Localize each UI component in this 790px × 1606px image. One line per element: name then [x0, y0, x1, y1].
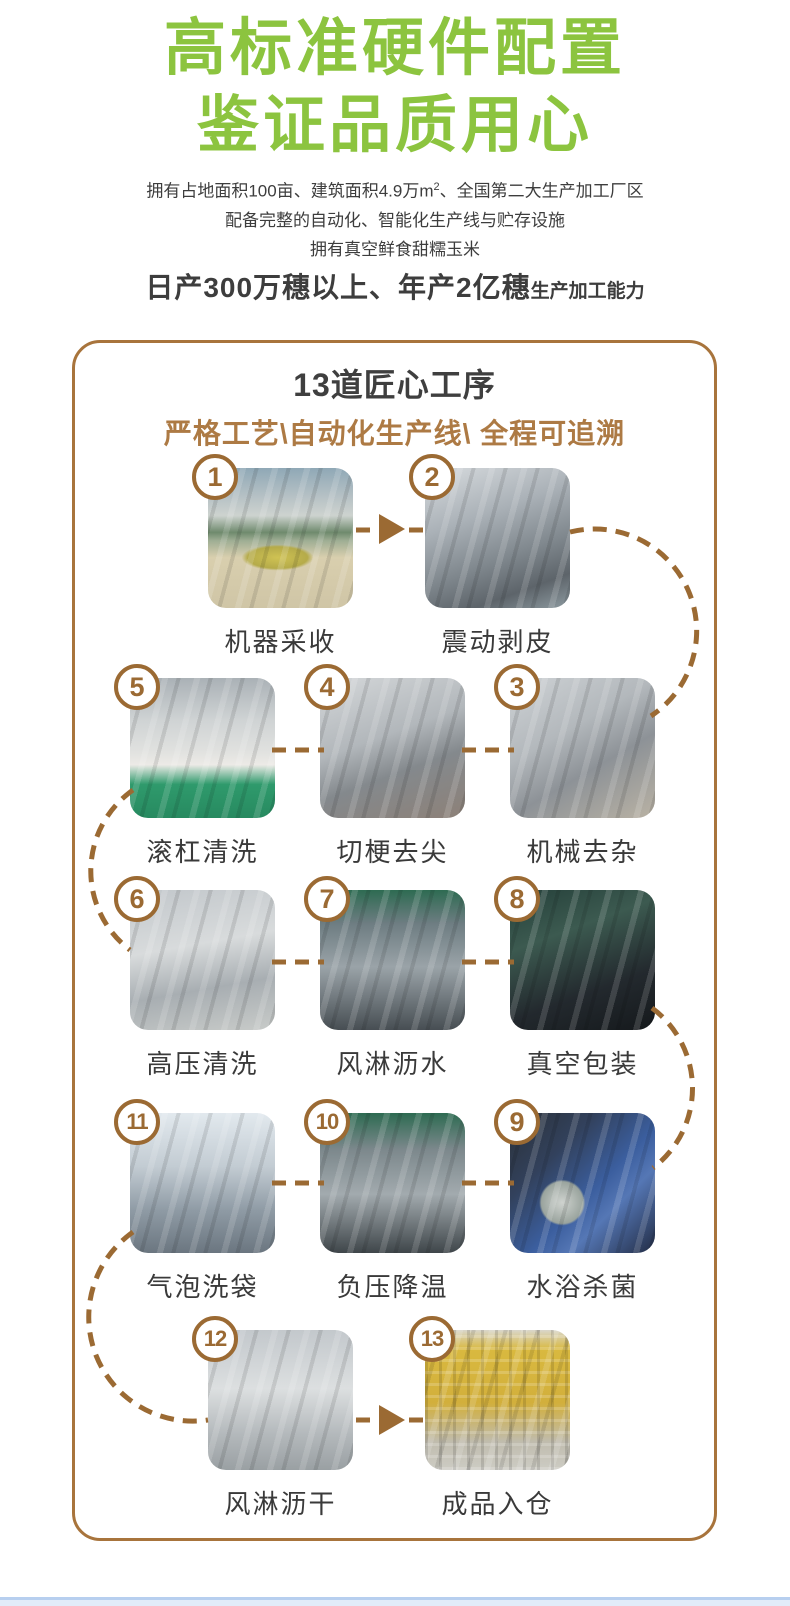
step-number-badge: 6 [114, 876, 160, 922]
subtitle-line-3: 拥有真空鲜食甜糯玉米 [310, 239, 480, 259]
section-title-line2: 鉴证品质用心 [196, 91, 593, 160]
step-number-badge: 5 [114, 664, 160, 710]
process-step-6: 6 高压清洗 [114, 876, 275, 1079]
capacity-suffix: 生产加工能力 [530, 280, 645, 302]
section-title: 高标准硬件配置 鉴证品质用心 [0, 10, 790, 164]
section-subtitle: 拥有占地面积100亩、建筑面积4.9万m2、全国第二大生产加工厂区 配备完整的自… [0, 173, 790, 264]
step-label: 成品入仓 [441, 1489, 554, 1519]
process-step-5: 5 滚杠清洗 [114, 664, 275, 867]
process-card-subtitle: 严格工艺\自动化生产线\ 全程可追溯 [163, 418, 626, 449]
step-label: 震动剥皮 [441, 627, 554, 657]
step-number-badge: 8 [494, 876, 540, 922]
step-number-badge: 10 [304, 1099, 350, 1145]
capacity-highlight: 日产300万穗以上、年产2亿穗 [145, 271, 531, 303]
step-label: 机械去杂 [526, 837, 639, 867]
step-number-badge: 7 [304, 876, 350, 922]
process-step-8: 8 真空包装 [494, 876, 655, 1079]
process-step-7: 7 风淋沥水 [304, 876, 465, 1079]
step-number-badge: 3 [494, 664, 540, 710]
step-label: 机器采收 [224, 627, 337, 657]
next-section-edge [0, 1597, 790, 1606]
step-number-badge: 9 [494, 1099, 540, 1145]
process-card: 13道匠心工序 严格工艺\自动化生产线\ 全程可追溯 1 机器采收 2 震动剥皮… [72, 340, 717, 1541]
step-label: 气泡洗袋 [146, 1272, 259, 1302]
process-card-title: 13道匠心工序 [293, 367, 496, 403]
step-label: 风淋沥水 [336, 1049, 449, 1079]
step-label: 真空包装 [526, 1049, 639, 1079]
step-label: 水浴杀菌 [526, 1272, 639, 1302]
process-step-10: 10 负压降温 [304, 1099, 465, 1302]
step-label: 高压清洗 [146, 1049, 259, 1079]
subtitle-line-2: 配备完整的自动化、智能化生产线与贮存设施 [225, 210, 565, 230]
step-number-badge: 2 [409, 454, 455, 500]
step-number-badge: 12 [192, 1316, 238, 1362]
process-step-1: 1 机器采收 [192, 454, 353, 657]
step-number-badge: 13 [409, 1316, 455, 1362]
step-photo-machine-harvest [208, 468, 353, 608]
square-meter-sup: 2 [433, 181, 440, 193]
step-photo-air-shower-drying [208, 1330, 353, 1470]
step-number-badge: 11 [114, 1099, 160, 1145]
process-step-9: 9 水浴杀菌 [494, 1099, 655, 1302]
process-step-13: 13 成品入仓 [409, 1316, 570, 1519]
section-title-line1: 高标准硬件配置 [163, 14, 626, 83]
section-header: 高标准硬件配置 鉴证品质用心 拥有占地面积100亩、建筑面积4.9万m2、全国第… [0, 0, 790, 306]
capacity-line: 日产300万穗以上、年产2亿穗生产加工能力 [0, 266, 790, 306]
step-label: 滚杠清洗 [146, 837, 259, 867]
process-step-3: 3 机械去杂 [494, 664, 655, 867]
subtitle-line-1: 拥有占地面积100亩、建筑面积4.9万m2、全国第二大生产加工厂区 [146, 181, 644, 201]
step-photo-vacuum-packaging [510, 890, 655, 1030]
process-step-12: 12 风淋沥干 [192, 1316, 353, 1519]
step-photo-water-bath-sterilization [510, 1113, 655, 1253]
step-label: 切梗去尖 [336, 837, 449, 867]
step-number-badge: 4 [304, 664, 350, 710]
process-step-11: 11 气泡洗袋 [114, 1099, 275, 1302]
step-label: 负压降温 [336, 1272, 449, 1302]
process-step-2: 2 震动剥皮 [409, 454, 570, 657]
step-label: 风淋沥干 [224, 1489, 337, 1519]
process-step-4: 4 切梗去尖 [304, 664, 465, 867]
step-number-badge: 1 [192, 454, 238, 500]
